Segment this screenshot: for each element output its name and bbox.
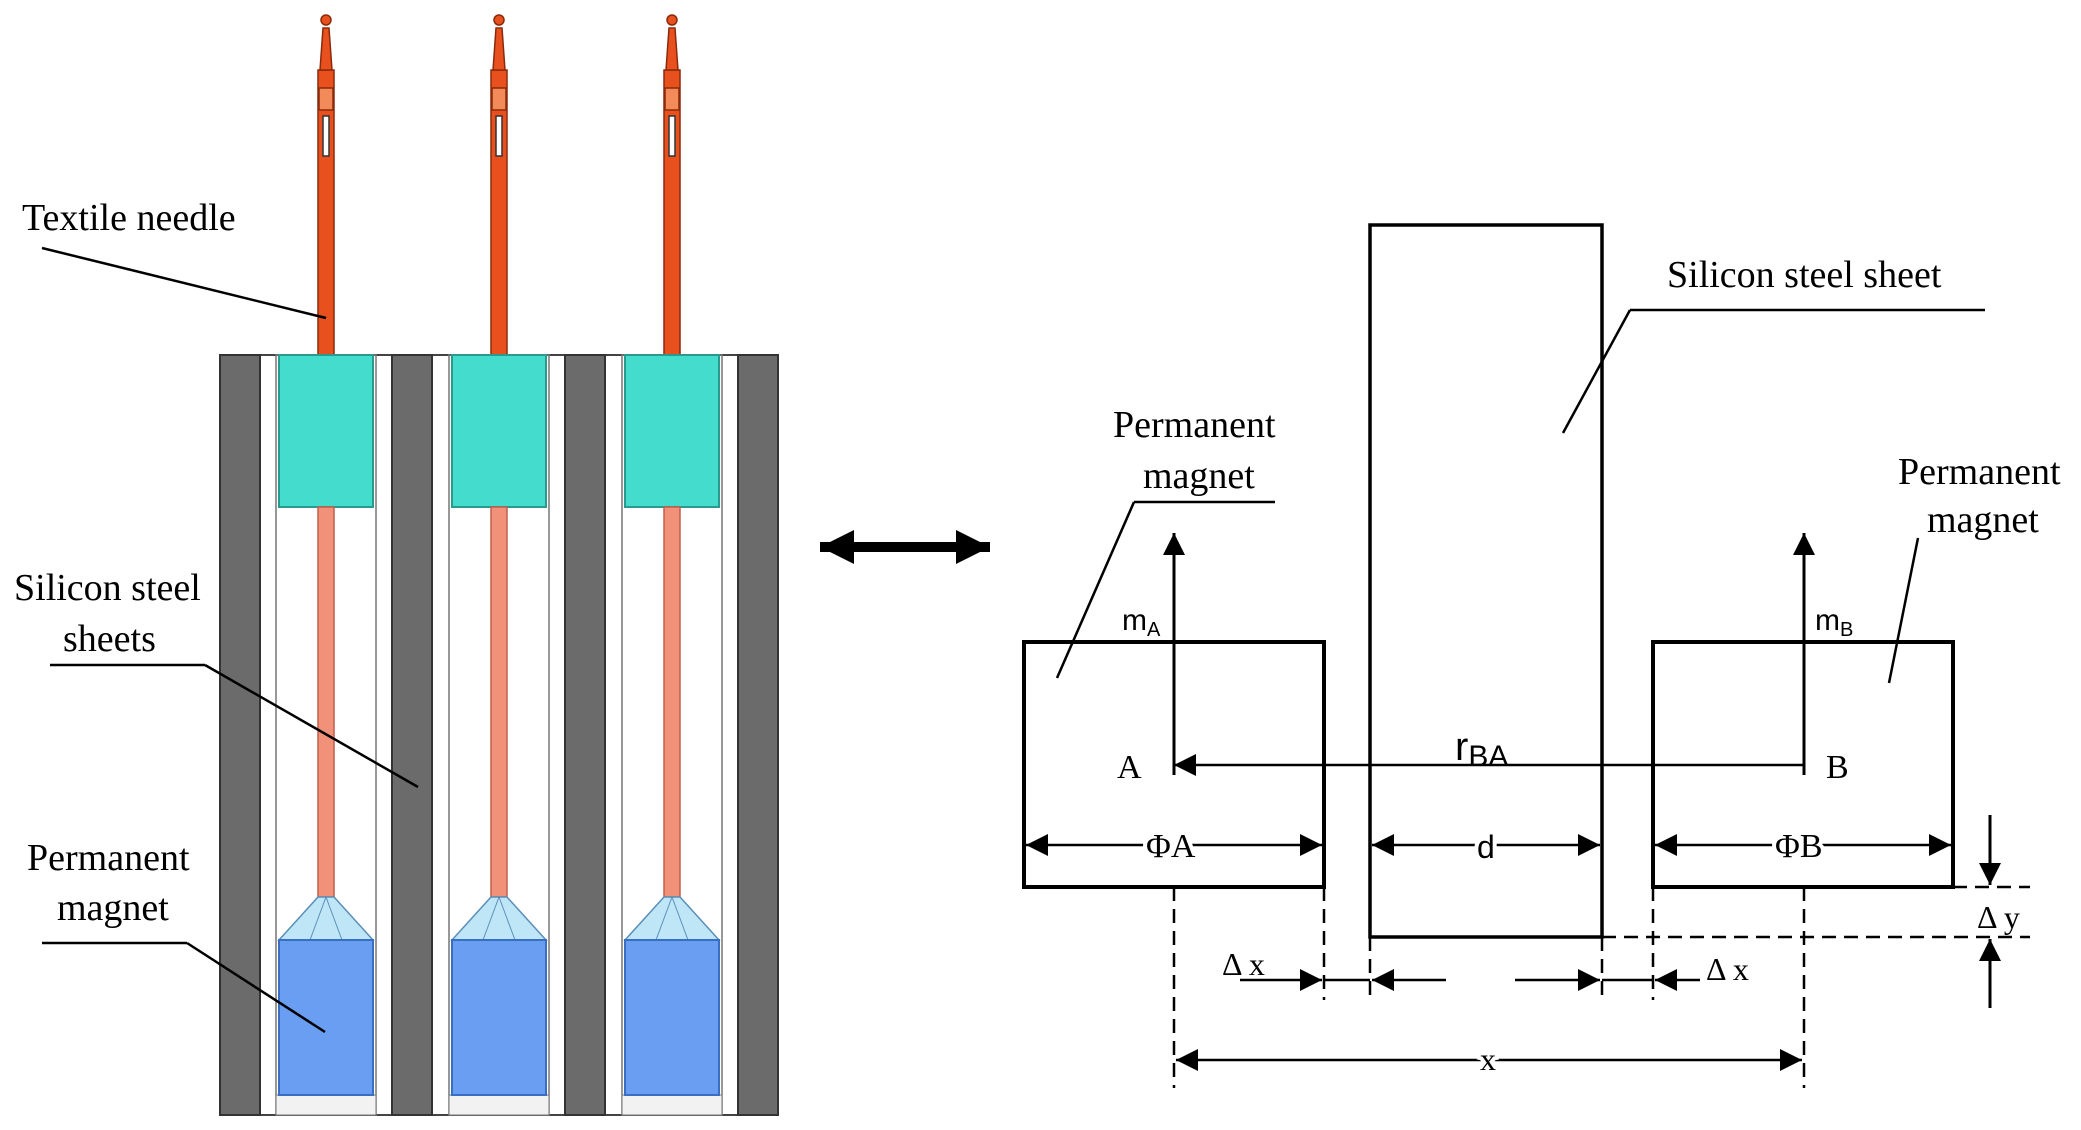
needle-shaft <box>490 69 508 359</box>
permanent-magnet-block <box>624 939 720 1096</box>
leader-textile-needle <box>41 246 327 320</box>
slot-bottom <box>275 1094 377 1116</box>
label-x: x <box>1480 1041 1496 1077</box>
needle-latch <box>318 87 334 111</box>
leader-pm-left-diag <box>1055 501 1136 679</box>
schematic <box>1022 223 2030 1088</box>
needle-unit-3 <box>621 14 723 1116</box>
needle-hook <box>493 14 505 26</box>
leader-silicon-steel-diag <box>204 663 419 789</box>
needle-latch <box>664 87 680 111</box>
label-textile-needle: Textile needle <box>22 197 236 239</box>
steel-sheet-2 <box>391 354 433 1116</box>
label-dy: Δ y <box>1977 899 2020 935</box>
leader-pm-right-diag <box>1887 537 1920 684</box>
needle-unit-2 <box>448 14 550 1116</box>
label-mA: mA <box>1122 604 1161 641</box>
label-silicon-steel-sheet: Silicon steel sheet <box>1667 254 1942 296</box>
steel-sheet-1 <box>219 354 261 1116</box>
label-permanent-magnet-line2: magnet <box>57 887 169 929</box>
label-pm-right-line1: Permanent <box>1898 451 2061 493</box>
label-permanent-magnet-line1: Permanent <box>27 837 190 879</box>
needle-cap <box>278 354 374 508</box>
label-dx-left: Δ x <box>1222 946 1265 982</box>
needle-cap <box>624 354 720 508</box>
label-rBA: rBA <box>1455 725 1508 773</box>
label-d: d <box>1477 829 1495 865</box>
needle-assembly <box>219 14 779 1116</box>
leader-steel-sheet-diag <box>1561 309 1632 434</box>
needle-unit-1 <box>275 14 377 1116</box>
needle-hook <box>666 14 678 26</box>
needle-cap <box>451 354 547 508</box>
label-silicon-steel-line2: sheets <box>63 618 156 660</box>
steel-sheet-4 <box>737 354 779 1116</box>
label-mB: mB <box>1815 604 1853 641</box>
needle-hook <box>320 14 332 26</box>
label-dx-right: Δ x <box>1706 951 1749 987</box>
needle-shaft <box>317 69 335 359</box>
needle-slot <box>668 115 676 157</box>
needle-stem <box>490 506 508 898</box>
label-pm-right-line2: magnet <box>1927 499 2039 541</box>
label-point-B: B <box>1826 749 1849 786</box>
needle-stem <box>317 506 335 898</box>
label-pm-left-line1: Permanent <box>1113 404 1276 446</box>
label-phiB: ΦB <box>1775 828 1823 865</box>
needle-tip <box>665 27 679 71</box>
schematic-steel-sheet <box>1368 223 1604 939</box>
label-point-A: A <box>1117 749 1142 786</box>
magnet-cone-facets <box>309 896 343 941</box>
needle-latch <box>491 87 507 111</box>
permanent-magnet-block <box>451 939 547 1096</box>
label-silicon-steel-line1: Silicon steel <box>14 567 201 609</box>
slot-bottom <box>621 1094 723 1116</box>
needle-tip <box>319 27 333 71</box>
label-pm-left-line2: magnet <box>1143 455 1255 497</box>
needle-shaft <box>663 69 681 359</box>
leader-permanent-magnet-diag <box>186 941 326 1034</box>
permanent-magnet-block <box>278 939 374 1096</box>
magnet-cone-facets <box>482 896 516 941</box>
needle-tip <box>492 27 506 71</box>
slot-bottom <box>448 1094 550 1116</box>
magnet-cone-facets <box>655 896 689 941</box>
needle-slot <box>495 115 503 157</box>
needle-stem <box>663 506 681 898</box>
label-phiA: ΦA <box>1146 828 1196 865</box>
steel-sheet-3 <box>564 354 606 1116</box>
needle-slot <box>322 115 330 157</box>
